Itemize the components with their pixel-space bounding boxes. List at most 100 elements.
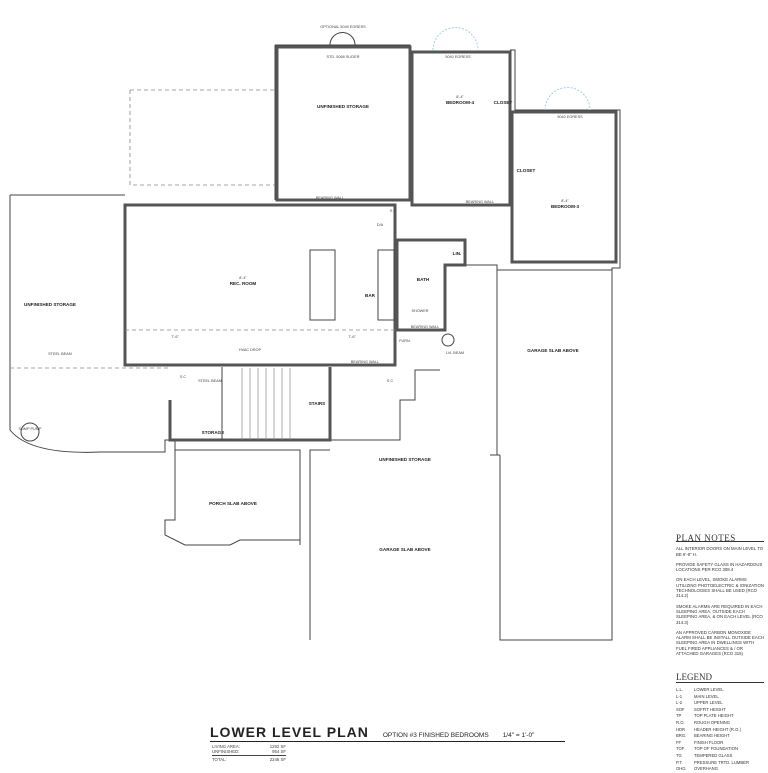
legend-meaning: HEADER HEIGHT (R.O.) bbox=[694, 726, 741, 732]
lvl-beam-label: LVL BEAM bbox=[446, 351, 464, 355]
legend-abbr: L.L. bbox=[676, 687, 683, 692]
slider-label: STD. 5068 SLIDER bbox=[327, 55, 360, 59]
legend-abbr: TP bbox=[676, 713, 682, 719]
garage-slab-label: GARAGE SLAB ABOVE bbox=[527, 348, 578, 353]
legend-abbr: SOF bbox=[676, 706, 685, 712]
bar-counter bbox=[309, 249, 336, 321]
bearing-wall-label: BEARING WALL bbox=[466, 200, 494, 204]
legend-abbr: L-2 bbox=[676, 700, 683, 706]
steel-beam-label: STEEL BEAM bbox=[198, 379, 222, 383]
water-heater-icon bbox=[441, 333, 455, 347]
title-block: LOWER LEVEL PLAN OPTION #3 FINISHED BEDR… bbox=[210, 724, 565, 742]
area-total-label: TOTAL: bbox=[212, 757, 227, 762]
area-summary: LIVING AREA: 1292 SF UNFINISHED: 954 SF TO… bbox=[212, 744, 286, 762]
stair-treads bbox=[241, 368, 291, 440]
legend-meaning: MAIN LEVEL bbox=[694, 693, 719, 699]
legend-row: TP TOP PLATE HEIGHT bbox=[676, 713, 764, 720]
legend-row: L-1 MAIN LEVEL bbox=[676, 694, 764, 701]
bearing-wall-label: BEARING WALL bbox=[316, 196, 344, 200]
wall-bath bbox=[395, 238, 467, 332]
soffit-label: 7'-6" bbox=[348, 335, 356, 339]
egress-label: 5040 EGRESS bbox=[557, 115, 583, 119]
furnace-label: FURN. bbox=[399, 339, 411, 343]
area-value: 954 SF bbox=[272, 749, 286, 754]
legend-meaning: UPPER LEVEL bbox=[694, 700, 723, 706]
area-label: LIVING AREA: bbox=[212, 744, 240, 749]
legend-row: TOF TOP OF FOUNDATION bbox=[676, 746, 764, 753]
da-label: D/A bbox=[377, 223, 384, 227]
legend-meaning: TOP OF FOUNDATION bbox=[694, 746, 738, 752]
plan-notes-title: PLAN NOTES bbox=[676, 533, 764, 543]
legend-abbr: HDR bbox=[676, 726, 686, 732]
room-label-bedroom-3: BEDROOM-3 bbox=[551, 204, 580, 209]
sump-pump-label: SUMP PUMP bbox=[19, 427, 42, 431]
area-row: LIVING AREA: 1292 SF bbox=[212, 744, 286, 749]
room-label-closet: CLOSET bbox=[494, 100, 513, 105]
porch-slab-label: PORCH SLAB ABOVE bbox=[209, 501, 257, 506]
plan-note: ON EACH LEVEL, SMOKE ALARMS UTILIZING PH… bbox=[676, 577, 764, 599]
legend-row: L-2 UPPER LEVEL bbox=[676, 700, 764, 707]
legend-abbr: R.O. bbox=[676, 719, 685, 725]
smoke-co-label: S C bbox=[390, 209, 397, 213]
legend-row: P.T.PRESSURE TRTD. LUMBER bbox=[676, 760, 764, 767]
legend-row: R.O. ROUGH OPENING bbox=[676, 720, 764, 727]
room-label-linen: LIN. bbox=[453, 251, 462, 256]
room-label-stairs: STAIRS bbox=[309, 401, 326, 406]
plan-notes: PLAN NOTES ALL INTERIOR DOORS ON MAIN LE… bbox=[676, 533, 764, 661]
legend-title: LEGEND bbox=[676, 672, 764, 683]
optional-egress-well bbox=[329, 32, 356, 46]
legend-row: OHG.OVERHANG bbox=[676, 766, 764, 773]
legend-meaning: FINISH FLOOR bbox=[694, 739, 724, 745]
room-label-unfinished-storage: UNFINISHED STORAGE bbox=[379, 457, 431, 462]
room-label-bar: BAR bbox=[365, 293, 376, 298]
legend-row: TG TEMPERED GLASS bbox=[676, 753, 764, 760]
bearing-wall-label: BEARING WALL bbox=[351, 360, 379, 364]
room-label-rec-room: REC. ROOM bbox=[230, 281, 257, 286]
room-label-storage: STORAGE bbox=[202, 430, 225, 435]
room-label-bedroom-4: BEDROOM-4 bbox=[446, 100, 475, 105]
optional-egress-label: OPTIONAL 5040 EGRESS bbox=[320, 25, 366, 29]
area-total-value: 2246 SF bbox=[269, 757, 286, 762]
garage-dashed-outline bbox=[129, 89, 275, 186]
area-value: 1292 SF bbox=[269, 744, 286, 749]
room-height: 8'-4" bbox=[561, 199, 569, 203]
egress-label: 5040 EGRESS bbox=[445, 55, 471, 59]
egress-window-well bbox=[544, 87, 591, 111]
legend-meaning: LOWER LEVEL bbox=[694, 687, 724, 692]
room-label-unfinished-storage: UNFINISHED STORAGE bbox=[317, 104, 369, 109]
plan-note: AN APPROVED CARBON MONOXIDE ALARM SHALL … bbox=[676, 629, 764, 657]
room-label-bath: BATH bbox=[417, 277, 430, 282]
hvac-drop-label: HVAC DROP bbox=[239, 348, 262, 352]
bearing-wall-label: BEARING WALL bbox=[411, 325, 439, 329]
legend-abbr: FF bbox=[676, 739, 682, 745]
garage-slab-label: GARAGE SLAB ABOVE bbox=[379, 547, 430, 552]
smoke-co-label: S C bbox=[387, 379, 394, 383]
legend-row: L.L. LOWER LEVEL bbox=[676, 687, 764, 694]
shower-label: SHOWER bbox=[411, 309, 428, 313]
legend: LEGEND L.L. LOWER LEVEL L-1 MAIN LEVEL L-2… bbox=[676, 672, 764, 773]
plan-note: SMOKE ALARMS ARE REQUIRED IN EACH SLEEPI… bbox=[676, 603, 763, 625]
legend-meaning: ROUGH OPENING bbox=[694, 719, 731, 725]
plan-note: ALL INTERIOR DOORS ON MAIN LEVEL TO BE 6… bbox=[676, 546, 764, 557]
soffit-label: 7'-6" bbox=[171, 335, 179, 339]
legend-abbr: BRG. bbox=[676, 733, 687, 739]
wall-unfinished-storage-top bbox=[275, 45, 412, 202]
legend-row: FF FINISH FLOOR bbox=[676, 740, 764, 747]
legend-abbr: TOF bbox=[676, 746, 685, 752]
plan-scale: 1/4" = 1'-0" bbox=[502, 732, 535, 739]
sump-pump-icon bbox=[20, 422, 40, 442]
legend-row: HDR HEADER HEIGHT (R.O.) bbox=[676, 727, 764, 734]
steel-beam-label: STEEL BEAM bbox=[48, 352, 72, 356]
room-label-closet: CLOSET bbox=[517, 168, 536, 173]
legend-abbr: L-1 bbox=[676, 693, 683, 699]
legend-abbr: TG bbox=[676, 752, 682, 758]
area-row: UNFINISHED: 954 SF bbox=[212, 749, 286, 754]
legend-meaning: TEMPERED GLASS bbox=[694, 752, 733, 758]
legend-row: BRG.BEARING HEIGHT bbox=[676, 733, 764, 740]
area-label: UNFINISHED: bbox=[212, 749, 240, 754]
plan-note: PROVIDE SAFETY GLASS IN HAZARDOUS LOCATI… bbox=[676, 561, 763, 573]
legend-meaning: TOP PLATE HEIGHT bbox=[694, 713, 734, 719]
egress-window-well bbox=[432, 27, 479, 51]
